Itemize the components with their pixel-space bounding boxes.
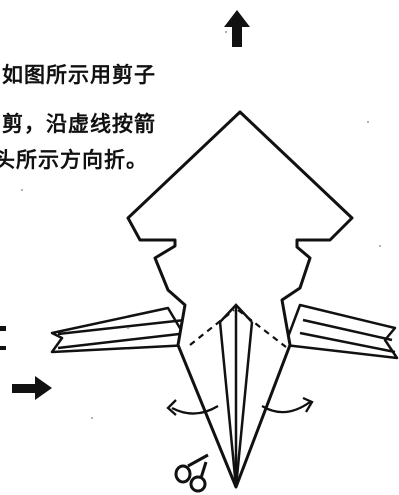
scissors-icon bbox=[174, 453, 209, 493]
right-side-flap bbox=[283, 303, 399, 360]
edge-mark bbox=[0, 326, 6, 350]
instruction-line-1: 如图所示用剪子 bbox=[2, 63, 156, 87]
up-arrow-icon bbox=[224, 10, 250, 47]
instruction-line-3: 头所示方向折。 bbox=[0, 148, 148, 172]
instruction-line-2: 剪，沿虚线按箭 bbox=[2, 112, 156, 136]
main-folded-body bbox=[126, 110, 354, 489]
left-side-flap bbox=[50, 306, 192, 354]
dashed-fold-lines bbox=[189, 309, 287, 348]
curved-fold-arrow-icon bbox=[166, 396, 314, 416]
right-arrow-icon bbox=[12, 376, 52, 400]
speckles bbox=[21, 31, 381, 419]
